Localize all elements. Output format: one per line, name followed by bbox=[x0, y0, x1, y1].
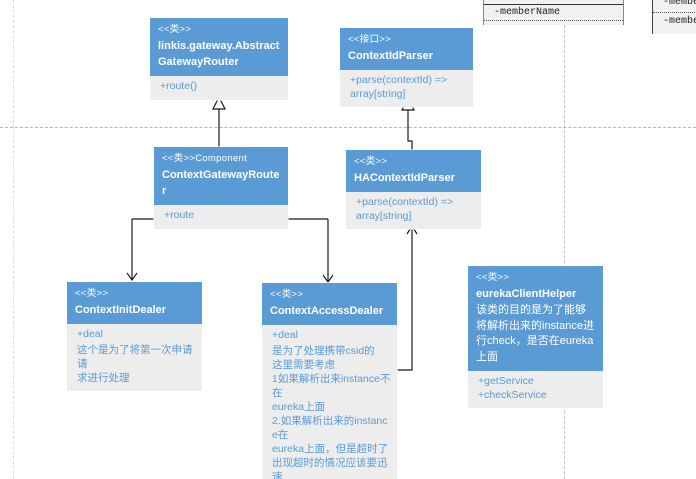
class-header: <<类>> ContextAccessDealer bbox=[262, 283, 397, 325]
class-header: <<接口>> ContextIdParser bbox=[340, 28, 473, 70]
member-row: -memberName bbox=[653, 0, 696, 13]
class-name: linkis.gateway.AbstractGatewayRouter bbox=[158, 40, 280, 68]
stereotype-label: <<类>> bbox=[476, 272, 510, 283]
member-list: +parse(contextId) => array[string] bbox=[350, 74, 448, 100]
class-header: <<类>>Component ContextGatewayRouter bbox=[154, 147, 288, 205]
class-description: 该类的目的是为了能够 将解析出来的instance进 行check，是否在eur… bbox=[476, 304, 594, 363]
class-members-compartment: +route() bbox=[150, 76, 288, 100]
class-header: <<类>> eurekaClientHelper 该类的目的是为了能够 将解析出… bbox=[468, 266, 603, 371]
member-list: +getService +checkService bbox=[478, 375, 547, 401]
member-row: -memberName bbox=[484, 5, 623, 21]
class-name: ContextAccessDealer bbox=[270, 305, 384, 317]
stereotype-label: <<类>> bbox=[158, 24, 192, 35]
member-row: -memberName bbox=[663, 16, 696, 27]
association-arrow-haparser bbox=[397, 224, 418, 371]
class-name: eurekaClientHelper bbox=[476, 288, 577, 300]
class-members-compartment: +parse(contextId) => array[string] bbox=[340, 70, 473, 107]
compartment-footer bbox=[484, 21, 623, 25]
member-list: +parse(contextId) => array[string] bbox=[356, 196, 454, 222]
generalization-arrow-gatewayrouter bbox=[212, 95, 226, 147]
stereotype-label: <<类>> bbox=[270, 289, 304, 300]
class-name: HAContextIdParser bbox=[354, 172, 455, 184]
class-context-access-dealer[interactable]: <<类>> ContextAccessDealer +deal 是为了处理携带c… bbox=[262, 283, 397, 479]
class-header: <<类>> ContextInitDealer bbox=[67, 282, 202, 324]
stereotype-label: <<接口>> bbox=[348, 34, 391, 45]
class-name: ContextInitDealer bbox=[75, 304, 167, 316]
stereotype-label: <<类>> bbox=[75, 288, 109, 299]
class-name: ContextIdParser bbox=[348, 50, 433, 62]
class-members-compartment: +parse(contextId) => array[string] bbox=[346, 192, 481, 229]
stereotype-label: <<类>> bbox=[354, 156, 388, 167]
compartment-footer bbox=[653, 31, 696, 34]
class-context-init-dealer[interactable]: <<类>> ContextInitDealer +deal 这个是为了将第一次申… bbox=[67, 282, 202, 391]
class-members-compartment: +deal 是为了处理携带csid的 这里需要考虑 1如果解析出来instanc… bbox=[262, 325, 397, 479]
member-list: +route bbox=[164, 209, 195, 221]
class-note: 是为了处理携带csid的 这里需要考虑 1如果解析出来instance不在 eu… bbox=[272, 344, 391, 479]
member-list: +route() bbox=[160, 80, 198, 92]
partial-class-box-left[interactable]: -memberName -memberName bbox=[483, 0, 624, 25]
class-abstract-gateway-router[interactable]: <<类>> linkis.gateway.AbstractGatewayRout… bbox=[150, 18, 288, 100]
class-members-compartment: +route bbox=[154, 205, 288, 229]
class-header: <<类>> linkis.gateway.AbstractGatewayRout… bbox=[150, 18, 288, 76]
partial-class-box-right[interactable]: -memberName -memberName bbox=[652, 0, 696, 34]
member-list: +deal bbox=[77, 328, 103, 340]
member-row: -memberName bbox=[484, 0, 623, 5]
member-list: +deal bbox=[272, 329, 298, 341]
class-context-gateway-router[interactable]: <<类>>Component ContextGatewayRouter +rou… bbox=[154, 147, 288, 229]
class-members-compartment: +getService +checkService bbox=[468, 371, 603, 408]
page-guide-vertical-right bbox=[564, 0, 565, 479]
class-header: <<类>> HAContextIdParser bbox=[346, 150, 481, 192]
class-eureka-client-helper[interactable]: <<类>> eurekaClientHelper 该类的目的是为了能够 将解析出… bbox=[468, 266, 603, 408]
page-guide-vertical-left bbox=[13, 0, 14, 479]
stereotype-label: <<类>>Component bbox=[162, 153, 248, 164]
class-members-compartment: +deal 这个是为了将第一次申请请 求进行处理 bbox=[67, 324, 202, 391]
class-context-id-parser[interactable]: <<接口>> ContextIdParser +parse(contextId)… bbox=[340, 28, 473, 107]
page-guide-horizontal bbox=[0, 127, 696, 128]
class-note: 这个是为了将第一次申请请 求进行处理 bbox=[77, 343, 193, 384]
class-name: ContextGatewayRouter bbox=[162, 169, 280, 197]
class-ha-context-id-parser[interactable]: <<类>> HAContextIdParser +parse(contextId… bbox=[346, 150, 481, 229]
